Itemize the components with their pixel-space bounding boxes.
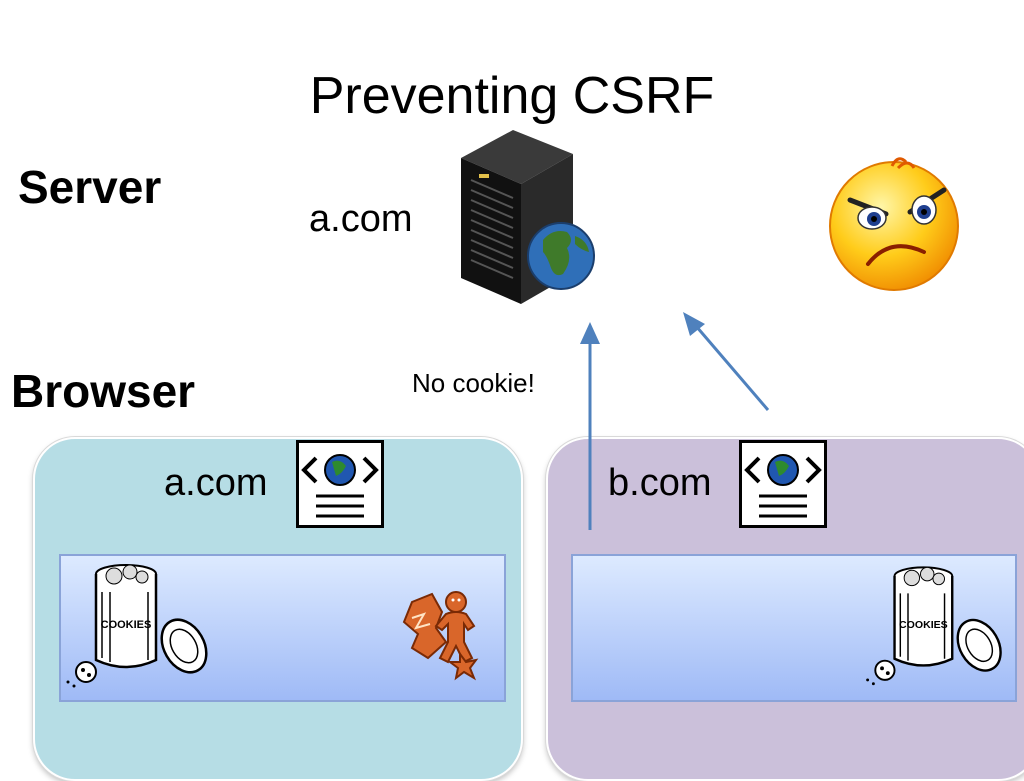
cookie-jar-label: COOKIES — [101, 619, 152, 631]
cookie-jar-label: COOKIES — [899, 619, 948, 631]
gingerbread-cookies-icon — [402, 591, 479, 681]
tab-b-domain: b.com — [608, 462, 712, 504]
web-page-icon — [739, 440, 827, 528]
browser-label: Browser — [11, 365, 196, 417]
server-domain: a.com — [309, 198, 413, 240]
slide-title: Preventing CSRF — [309, 67, 715, 125]
no-cookie-note: No cookie! — [412, 368, 535, 398]
request-arrow-diagonal — [683, 312, 770, 411]
server-label: Server — [18, 161, 162, 213]
cookie-jar-icon: COOKIES — [66, 564, 208, 688]
cookie-jar-icon: COOKIES — [866, 566, 1002, 686]
request-arrow-up — [580, 322, 600, 530]
tab-a-domain: a.com — [164, 462, 268, 504]
globe-icon — [527, 222, 595, 290]
server-icon — [461, 130, 595, 304]
angry-face-icon — [829, 157, 959, 291]
web-page-icon — [296, 440, 384, 528]
